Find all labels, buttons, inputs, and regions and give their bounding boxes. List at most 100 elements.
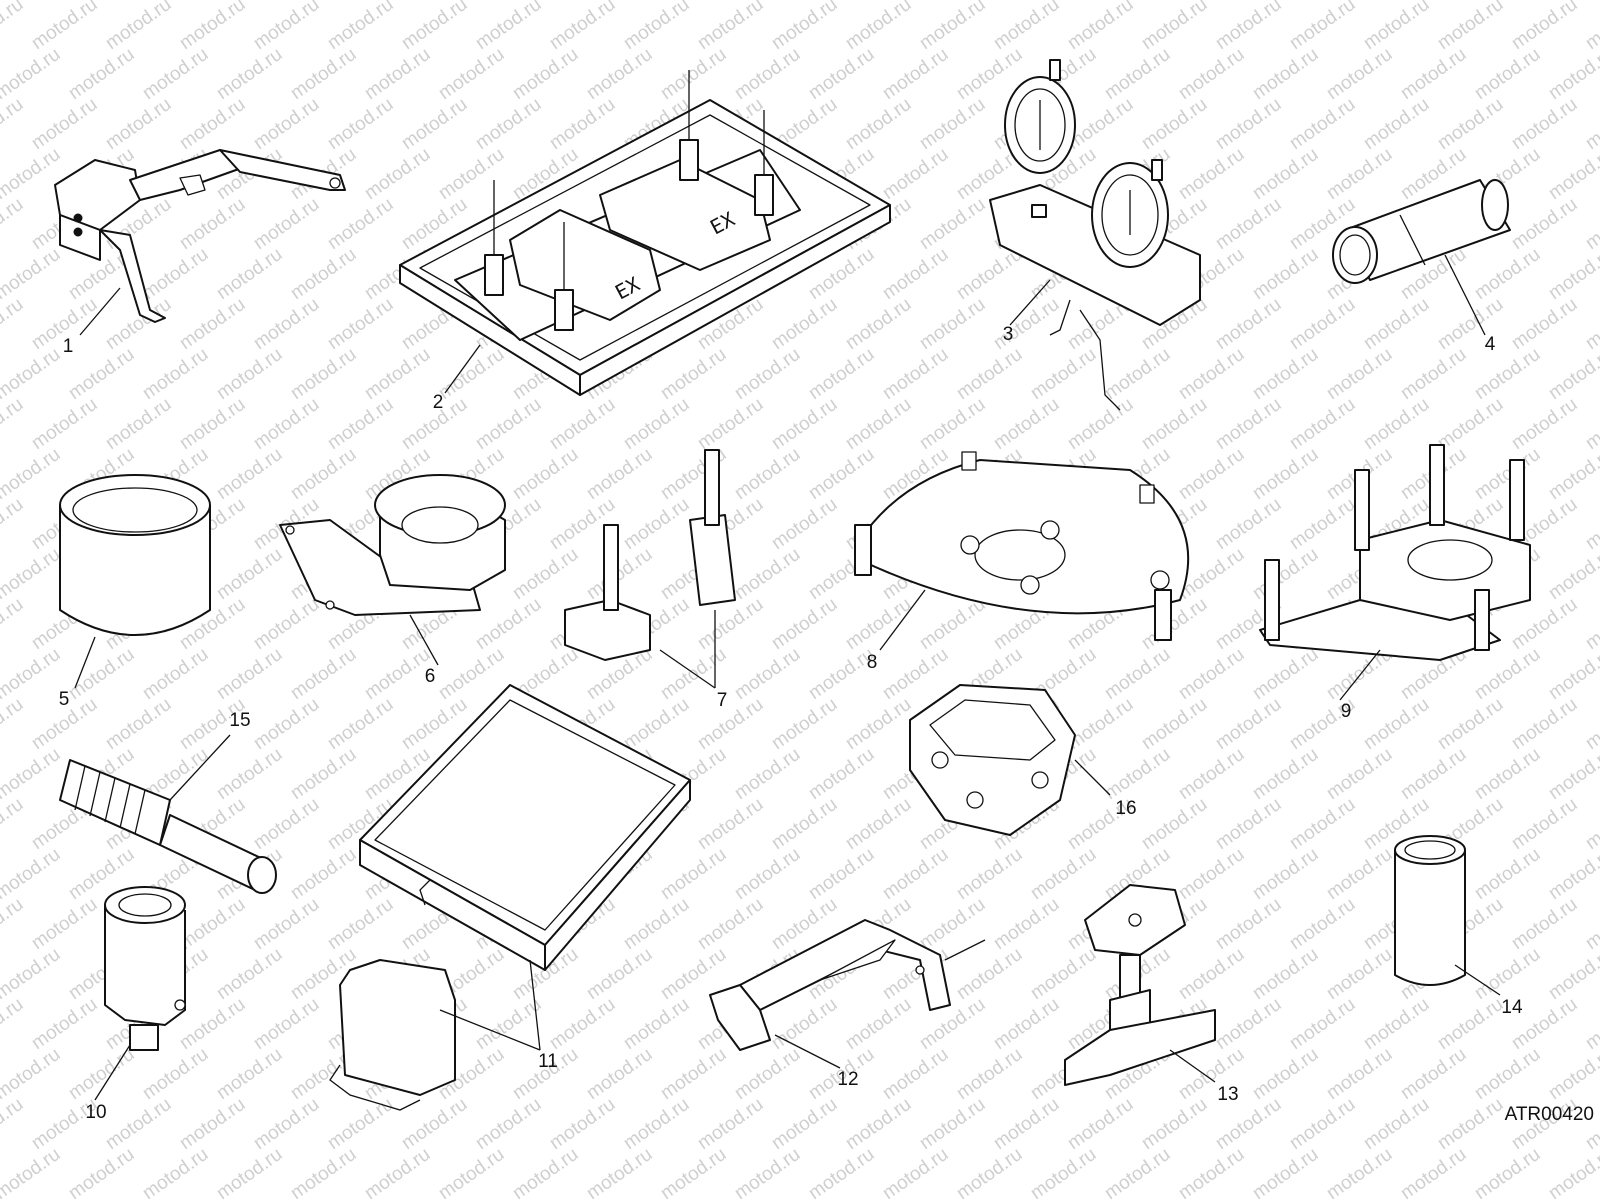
watermark-text: motod.ru [472, 394, 545, 454]
watermark-text: motod.ru [1582, 894, 1600, 954]
watermark-text: motod.ru [546, 394, 619, 454]
watermark-text: motod.ru [768, 394, 841, 454]
watermark-text: motod.ru [546, 94, 619, 154]
watermark-text: motod.ru [1212, 0, 1285, 54]
callout-5: 5 [59, 689, 70, 710]
watermark-text: motod.ru [1286, 894, 1359, 954]
watermark-text: motod.ru [0, 744, 64, 804]
watermark-text: motod.ru [1471, 1044, 1544, 1104]
watermark-text: motod.ru [620, 694, 693, 754]
watermark-text: motod.ru [1286, 394, 1359, 454]
watermark-text: motod.ru [324, 294, 397, 354]
watermark-text: motod.ru [1286, 294, 1359, 354]
watermark-text: motod.ru [731, 444, 804, 504]
watermark-text: motod.ru [1360, 1094, 1433, 1154]
watermark-text: motod.ru [1212, 94, 1285, 154]
watermark-text: motod.ru [28, 994, 101, 1054]
watermark-text: motod.ru [620, 0, 693, 54]
watermark-text: motod.ru [361, 44, 434, 104]
watermark-text: motod.ru [1249, 344, 1322, 404]
watermark-text: motod.ru [435, 44, 508, 104]
watermark-text: motod.ru [0, 944, 64, 1004]
watermark-text: motod.ru [213, 1044, 286, 1104]
watermark-text: motod.ru [1582, 0, 1600, 54]
watermark-text: motod.ru [731, 1044, 804, 1104]
tool-16-hex-adapter [909, 684, 1076, 836]
callout-14: 14 [1501, 997, 1523, 1018]
watermark-text: motod.ru [0, 794, 27, 854]
watermark-text: motod.ru [1508, 694, 1581, 754]
watermark-text: motod.ru [583, 1044, 656, 1104]
watermark-text: motod.ru [805, 744, 878, 804]
watermark-text: motod.ru [0, 894, 27, 954]
watermark-text: motod.ru [287, 744, 360, 804]
watermark-text: motod.ru [435, 1144, 508, 1200]
watermark-text: motod.ru [1138, 0, 1211, 54]
watermark-text: motod.ru [0, 644, 64, 704]
tool-6-bracket-with-ring [279, 474, 506, 616]
watermark-text: motod.ru [842, 794, 915, 854]
watermark-text: motod.ru [213, 1144, 286, 1200]
watermark-text: motod.ru [213, 744, 286, 804]
watermark-text: motod.ru [28, 894, 101, 954]
watermark-text: motod.ru [287, 844, 360, 904]
watermark-text: motod.ru [731, 744, 804, 804]
watermark-text: motod.ru [1064, 694, 1137, 754]
watermark-text: motod.ru [1101, 44, 1174, 104]
watermark-text: motod.ru [324, 94, 397, 154]
watermark-text: motod.ru [953, 344, 1026, 404]
watermark-text: motod.ru [731, 344, 804, 404]
watermark-text: motod.ru [1471, 1144, 1544, 1200]
watermark-text: motod.ru [1027, 944, 1100, 1004]
watermark-text: motod.ru [1027, 344, 1100, 404]
watermark-text: motod.ru [250, 794, 323, 854]
watermark-text: motod.ru [879, 1044, 952, 1104]
watermark-text: motod.ru [916, 94, 989, 154]
watermark-text: motod.ru [1175, 944, 1248, 1004]
watermark-text: motod.ru [1323, 944, 1396, 1004]
leader-lines [74, 254, 1501, 1101]
watermark-text: motod.ru [694, 794, 767, 854]
watermark-text: motod.ru [1064, 1094, 1137, 1154]
watermark-text: motod.ru [1175, 44, 1248, 104]
watermark-text: motod.ru [102, 394, 175, 454]
watermark-text: motod.ru [213, 244, 286, 304]
watermark-text: motod.ru [916, 294, 989, 354]
watermark-text: motod.ru [176, 394, 249, 454]
watermark-text: motod.ru [1582, 94, 1600, 154]
watermark-text: motod.ru [1471, 744, 1544, 804]
watermark-text: motod.ru [583, 44, 656, 104]
watermark-text: motod.ru [139, 1144, 212, 1200]
watermark-text: motod.ru [0, 294, 27, 354]
watermark-text: motod.ru [1249, 144, 1322, 204]
watermark-text: motod.ru [28, 94, 101, 154]
watermark-text: motod.ru [0, 694, 27, 754]
watermark-text: motod.ru [1434, 94, 1507, 154]
watermark-text: motod.ru [805, 1144, 878, 1200]
watermark-text: motod.ru [1138, 394, 1211, 454]
watermark-text: motod.ru [139, 244, 212, 304]
watermark-text: motod.ru [0, 994, 27, 1054]
watermark-text: motod.ru [1582, 394, 1600, 454]
watermark-text: motod.ru [879, 844, 952, 904]
callout-8: 8 [867, 652, 878, 673]
tool-15-threaded-drift [59, 759, 277, 894]
watermark-text: motod.ru [990, 294, 1063, 354]
watermark-text: motod.ru [1212, 994, 1285, 1054]
watermark-text: motod.ru [1286, 494, 1359, 554]
watermark-text: motod.ru [620, 994, 693, 1054]
watermark-text: motod.ru [1027, 1144, 1100, 1200]
watermark-text: motod.ru [953, 1144, 1026, 1200]
watermark-text: motod.ru [879, 244, 952, 304]
watermark-text: motod.ru [1175, 844, 1248, 904]
watermark-text: motod.ru [1175, 744, 1248, 804]
watermark-text: motod.ru [990, 1094, 1063, 1154]
watermark-text: motod.ru [1582, 494, 1600, 554]
watermark-text: motod.ru [1508, 794, 1581, 854]
watermark-text: motod.ru [657, 1144, 730, 1200]
watermark-text: motod.ru [1397, 744, 1470, 804]
watermark-text: motod.ru [398, 94, 471, 154]
watermark-text: motod.ru [139, 44, 212, 104]
watermark-text: motod.ru [1175, 444, 1248, 504]
watermark-text: motod.ru [176, 994, 249, 1054]
